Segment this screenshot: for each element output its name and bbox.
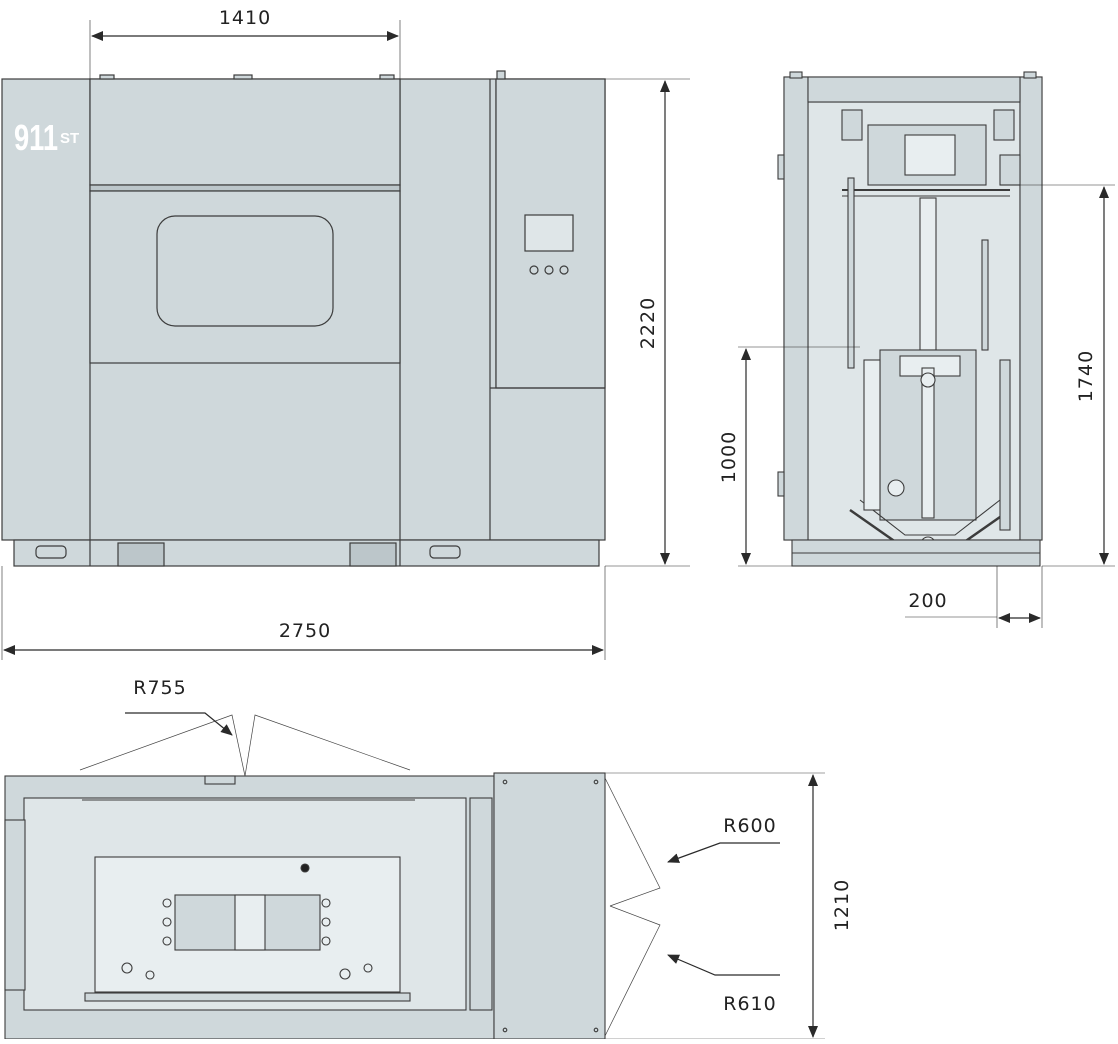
vertical-shaft xyxy=(919,197,937,351)
spring-block xyxy=(841,109,863,141)
base-recess xyxy=(117,542,165,567)
top-bolt xyxy=(321,917,331,927)
door-header-strip xyxy=(89,184,401,192)
dim-label-offset: 200 xyxy=(908,590,947,612)
side-dimensions xyxy=(738,184,1115,628)
top-tab xyxy=(496,70,506,80)
side-right-panel xyxy=(1019,76,1043,541)
top-bolt xyxy=(321,898,331,908)
top-clip xyxy=(204,775,236,785)
top-bolt xyxy=(162,898,172,908)
right-vertical-plate xyxy=(999,359,1011,531)
dim-label-top-depth: 1210 xyxy=(831,879,853,931)
door-window xyxy=(156,215,334,327)
top-bolt xyxy=(363,963,373,973)
control-button xyxy=(544,265,554,275)
damper xyxy=(921,367,935,519)
top-center-bracket xyxy=(234,894,266,951)
radius-label-r610: R610 xyxy=(723,993,776,1015)
base-handle-right xyxy=(429,545,461,559)
control-button xyxy=(529,265,539,275)
right-rail xyxy=(981,239,989,351)
front-base xyxy=(13,539,600,567)
brand-logo: 911 ST xyxy=(14,117,79,158)
dim-label-side-height: 1740 xyxy=(1075,350,1097,402)
top-right-bracket xyxy=(999,154,1021,186)
left-rail xyxy=(847,177,855,369)
side-view xyxy=(777,71,1043,567)
side-top-tab xyxy=(1023,71,1037,79)
side-hinge xyxy=(777,471,785,497)
top-bolt xyxy=(145,970,155,980)
top-bolt xyxy=(339,968,351,980)
cabinet-screw xyxy=(502,1027,508,1033)
top-side-channel xyxy=(469,797,493,1011)
swing-arc-left xyxy=(79,714,246,777)
top-front-rail xyxy=(84,992,411,1002)
leader-r755 xyxy=(125,712,233,736)
side-top-frame xyxy=(807,76,1021,103)
upper-bearing-cap xyxy=(904,134,956,176)
swing-arc-right xyxy=(244,714,411,777)
side-hinge xyxy=(777,154,785,180)
top-leaders xyxy=(125,712,818,1038)
dim-label-side-lower: 1000 xyxy=(718,431,740,483)
spring-block xyxy=(993,109,1015,141)
front-dimensions xyxy=(1,20,690,660)
control-screen xyxy=(524,214,574,252)
top-view xyxy=(4,772,606,1040)
side-left-panel xyxy=(783,76,809,541)
motor-pulley xyxy=(887,479,905,497)
top-tab xyxy=(233,74,253,80)
brand-number: 911 xyxy=(14,117,58,158)
dim-label-height: 2220 xyxy=(637,297,659,349)
radius-label-r600: R600 xyxy=(723,815,776,837)
top-control-cabinet xyxy=(493,772,606,1040)
cabinet-screw xyxy=(502,779,508,785)
damper-joint xyxy=(920,372,936,388)
dim-label-door-width: 1410 xyxy=(219,7,271,29)
top-bolt xyxy=(300,863,310,873)
swing-arc-cabinet-lower xyxy=(604,905,661,1037)
top-bolt xyxy=(162,936,172,946)
base-handle-left xyxy=(35,545,67,559)
top-bolt xyxy=(162,917,172,927)
control-buttons xyxy=(529,265,569,275)
top-tab xyxy=(379,74,395,80)
top-left-strip xyxy=(4,819,26,991)
front-view xyxy=(1,70,606,567)
radius-label-r755: R755 xyxy=(133,677,186,699)
top-tab xyxy=(99,74,115,80)
cradle-inner xyxy=(859,499,1001,536)
cabinet-screw xyxy=(593,1027,599,1033)
dim-label-total-width: 2750 xyxy=(279,620,331,642)
side-top-tab xyxy=(789,71,803,79)
top-bolt xyxy=(121,962,133,974)
brand-suffix: ST xyxy=(60,130,79,147)
base-recess xyxy=(349,542,397,567)
control-button xyxy=(559,265,569,275)
swing-arc-cabinet-upper xyxy=(604,777,661,907)
top-bolt xyxy=(321,936,331,946)
leader-r610 xyxy=(667,954,780,976)
leader-r600 xyxy=(667,842,780,863)
belt-chain xyxy=(863,359,881,511)
cabinet-screw xyxy=(593,779,599,785)
upper-door-panel xyxy=(89,78,401,186)
